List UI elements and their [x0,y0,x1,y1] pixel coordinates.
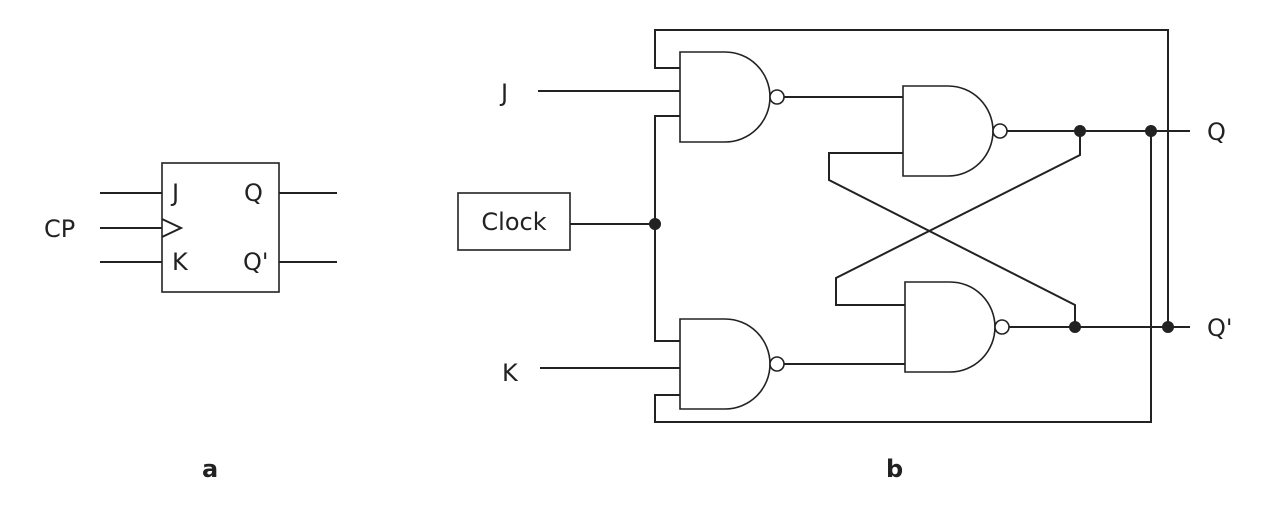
clock-box [457,192,571,251]
qbar-output-label: Q' [1207,314,1233,342]
k-pin-label: K [172,248,189,276]
clock-box-label: Clock [481,208,546,236]
clock-to-lower-gate [654,224,680,342]
upper-latch-nand-bubble [992,123,1008,139]
q-junction-dot-1 [1074,125,1086,137]
q-cross-coupling [835,131,1081,306]
k-input-label: K [502,359,519,387]
clock-triangle-icon [161,218,184,238]
panel-a-caption: a [202,455,218,483]
q-feedback-loop [654,131,1152,423]
upper-input-nand-bubble [769,89,785,105]
lower-input-nand-gate [679,318,771,410]
qbar-cross-coupling [828,152,1076,327]
j-pin-label: J [170,179,179,207]
qbar-feedback-loop [654,29,1169,326]
qbar-pin-label: Q' [243,248,269,276]
lower-latch-nand-gate [904,281,996,373]
lower-latch-nand-bubble [994,319,1010,335]
upper-latch-nand-gate [902,85,994,177]
qbar-junction-dot-2 [1162,321,1174,333]
clock-to-upper-gate [654,115,680,224]
q-junction-dot-2 [1145,125,1157,137]
upper-input-nand-gate [679,51,771,143]
qbar-junction-dot-1 [1069,321,1081,333]
cp-input-label: CP [44,215,75,243]
j-input-label: J [499,79,508,107]
panel-a-block-symbol: CP J K Q Q' a [44,162,337,483]
lower-input-nand-bubble [769,356,785,372]
q-pin-label: Q [244,179,263,207]
panel-b-caption: b [886,455,903,483]
clock-junction-dot [649,218,661,230]
q-output-label: Q [1207,118,1226,146]
panel-b-gate-circuit: J K Clock Q Q' b [457,29,1233,483]
